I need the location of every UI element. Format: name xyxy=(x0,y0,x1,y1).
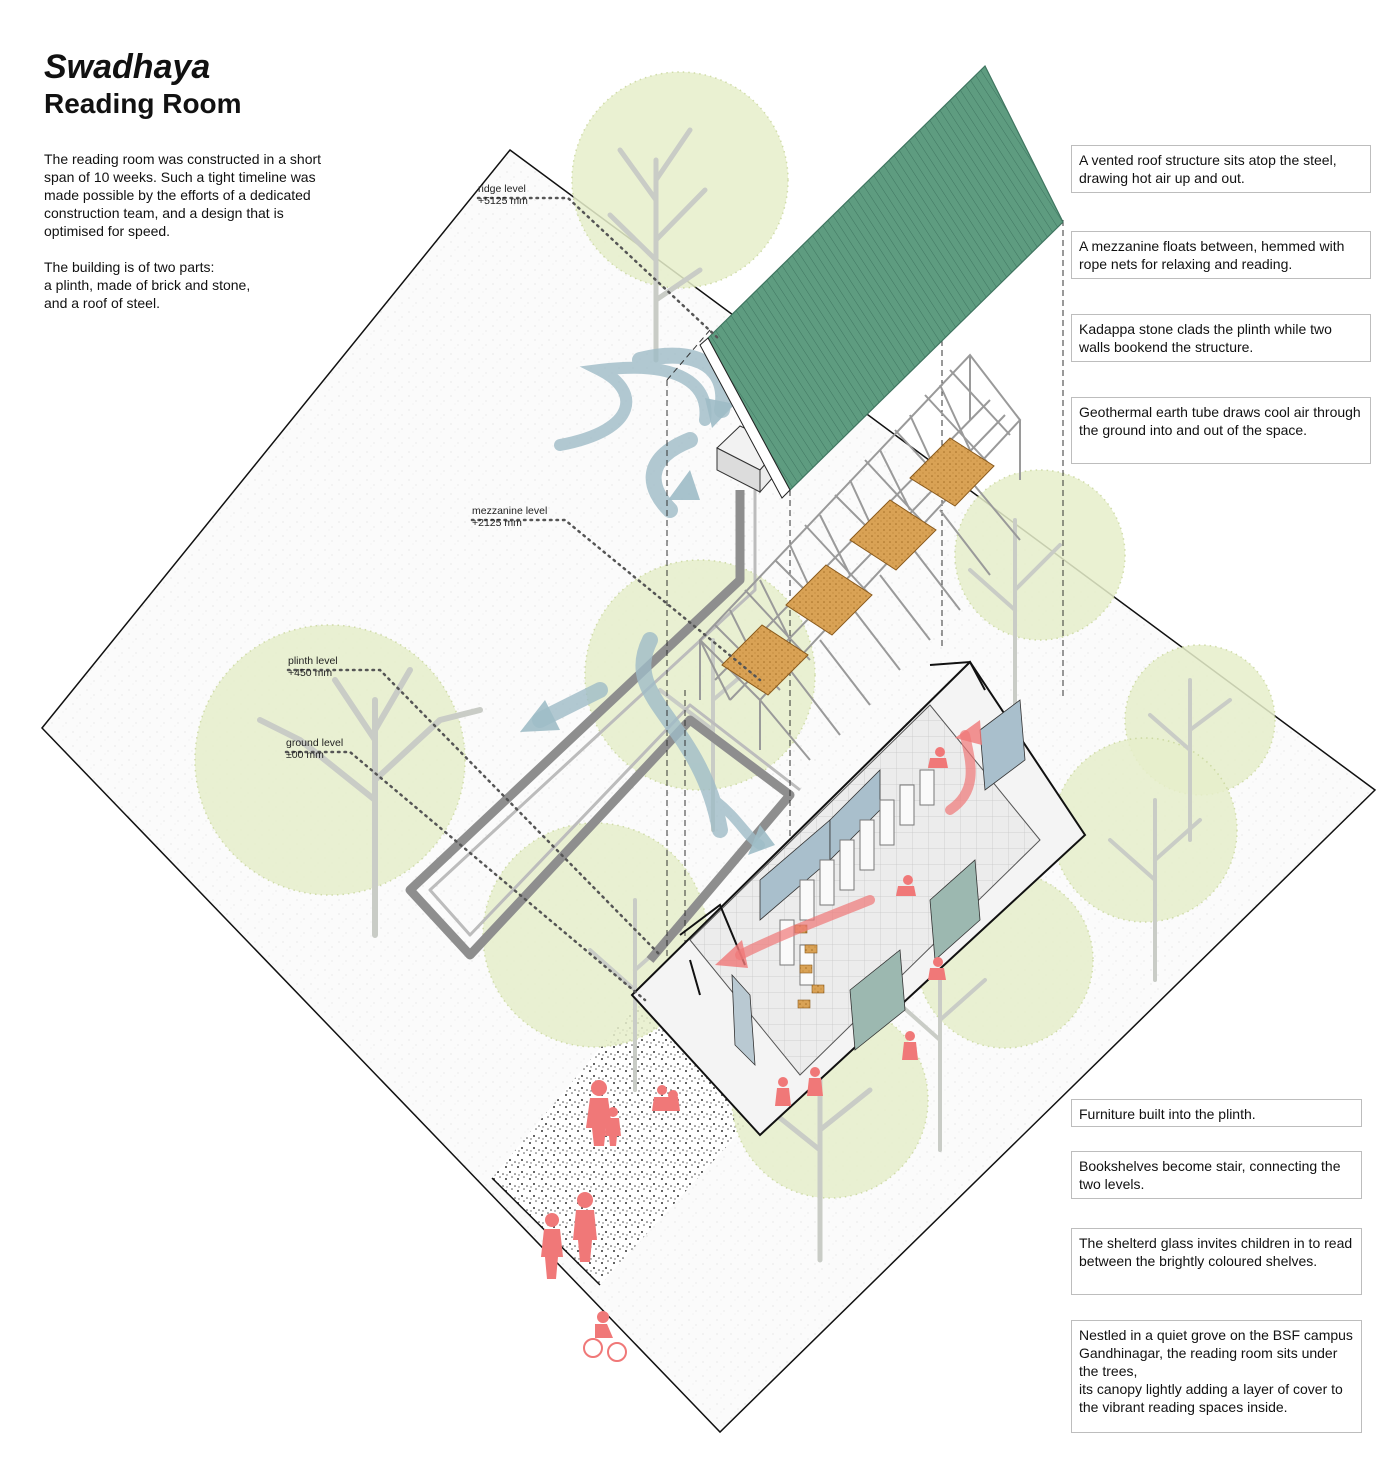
note-grove-setting: Nestled in a quiet grove on the BSF camp… xyxy=(1071,1320,1362,1433)
note-sheltered-glass: The shelterd glass invites children in t… xyxy=(1071,1228,1362,1295)
intro-paragraph-1: The reading room was constructed in a sh… xyxy=(44,151,322,239)
bookshelves xyxy=(779,769,935,986)
figure-adult-3 xyxy=(541,1213,563,1279)
warm-air-arrows xyxy=(735,730,976,960)
mezzanine-level-title: mezzanine level xyxy=(472,505,548,517)
ridge-leader xyxy=(476,196,722,342)
note-furniture: Furniture built into the plinth. xyxy=(1071,1099,1362,1127)
mezzanine-decks xyxy=(721,437,995,696)
figure-reader-1 xyxy=(928,747,948,768)
roof xyxy=(699,64,1064,499)
note-vented-roof: A vented roof structure sits atop the st… xyxy=(1071,145,1371,193)
intro-paragraph-2: The building is of two parts: a plinth, … xyxy=(44,259,251,311)
mezzanine-level-value: +2125 mm xyxy=(472,517,522,529)
note-kadappa-stone: Kadappa stone clads the plinth while two… xyxy=(1071,314,1371,362)
title-block: Swadhaya Reading Room xyxy=(44,48,242,122)
figure-cyclist xyxy=(583,1311,627,1362)
figure-walker-2 xyxy=(775,1077,791,1106)
note-mezzanine: A mezzanine floats between, hemmed with … xyxy=(1071,231,1371,279)
figure-reader-2 xyxy=(896,875,916,896)
mezzanine-leader xyxy=(470,518,762,682)
ground-level-label: ground level ±00 mm xyxy=(286,737,343,761)
plinth-level-value: +450 mm xyxy=(288,667,333,679)
title-swadhaya: Swadhaya xyxy=(44,48,211,86)
figure-adult-1 xyxy=(586,1080,612,1146)
intro-text: The reading room was constructed in a sh… xyxy=(44,150,344,330)
warm-air-heads xyxy=(715,720,982,968)
plinth-leader xyxy=(286,668,662,957)
ridge-level-value: +5125 mm xyxy=(478,195,528,207)
people-figures xyxy=(541,747,948,1362)
figure-walker-3 xyxy=(807,1067,823,1096)
title-reading-room: Reading Room xyxy=(44,88,242,119)
figure-walker-1 xyxy=(902,1031,918,1060)
figure-reader-3 xyxy=(928,957,946,980)
figure-children-group xyxy=(652,1085,680,1111)
ground-level-title: ground level xyxy=(286,737,344,749)
ridge-level-title: ridge level xyxy=(478,183,526,195)
note-bookshelves: Bookshelves become stair, connecting the… xyxy=(1071,1151,1362,1199)
airflow-arrowheads xyxy=(520,398,775,855)
ground-leader xyxy=(284,750,647,1002)
figure-adult-2 xyxy=(573,1192,597,1262)
plinth-level-label: plinth level +450 mm xyxy=(288,655,338,679)
mezzanine-level-label: mezzanine level +2125 mm xyxy=(472,505,547,529)
note-earth-tube: Geothermal earth tube draws cool air thr… xyxy=(1071,397,1371,464)
level-leaders xyxy=(284,196,762,1002)
plinth-level-title: plinth level xyxy=(288,655,338,667)
ridge-level-label: ridge level +5125 mm xyxy=(478,183,528,207)
ground-level-value: ±00 mm xyxy=(286,749,324,761)
figure-child-1 xyxy=(605,1107,621,1146)
